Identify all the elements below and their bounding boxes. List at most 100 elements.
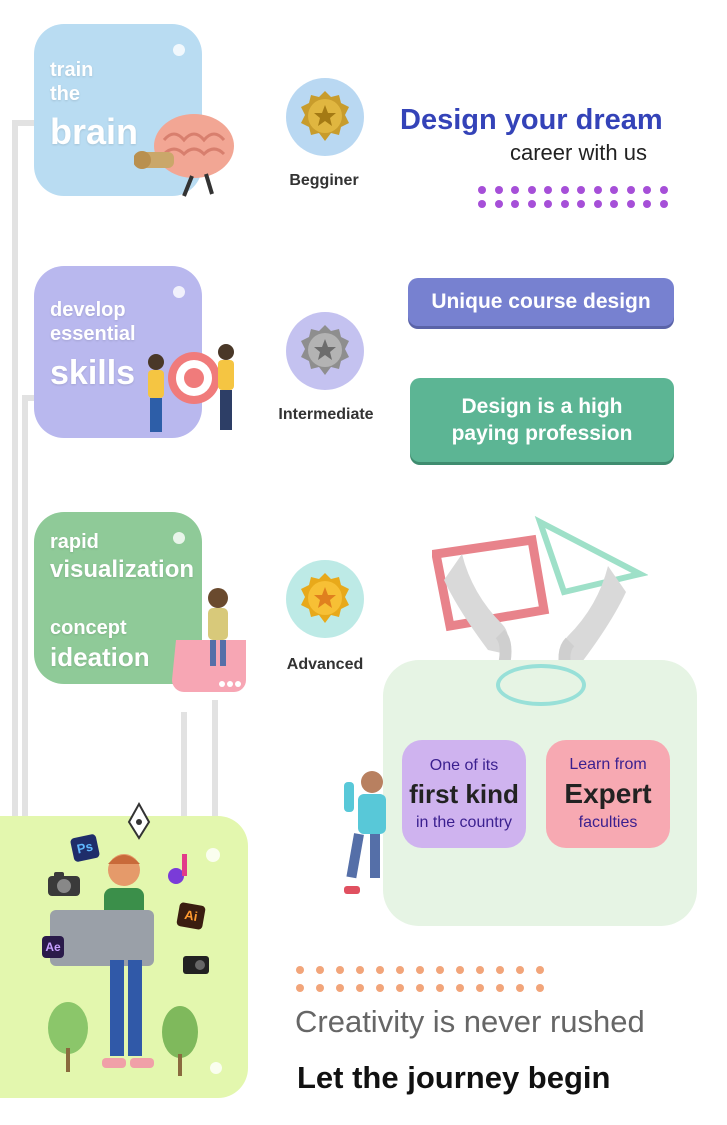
connector-line xyxy=(212,700,218,880)
thinker-illustration xyxy=(172,588,246,692)
pen-tool-icon xyxy=(127,801,151,840)
divider-dot xyxy=(476,966,484,974)
divider-dot xyxy=(643,186,651,194)
divider-dot xyxy=(476,984,484,992)
expert-bottom: faculties xyxy=(578,814,638,831)
silver-star-medal-icon xyxy=(301,325,349,375)
illustrator-icon: Ai xyxy=(176,901,206,931)
gold-star-medal-icon xyxy=(301,91,349,141)
divider-dot xyxy=(356,984,364,992)
divider-dot xyxy=(494,186,503,194)
divider-dot xyxy=(416,984,424,992)
decor-dot xyxy=(210,1062,222,1074)
beginner-badge xyxy=(286,78,364,156)
divider-dot xyxy=(511,200,519,208)
expert-main: Expert xyxy=(564,778,652,809)
divider-dot xyxy=(577,200,585,208)
connector-line xyxy=(12,120,40,126)
divider-dot xyxy=(544,186,552,194)
divider-dot xyxy=(356,966,364,974)
advanced-label: Advanced xyxy=(286,656,364,673)
card-brain-line1: train xyxy=(50,59,94,81)
divider-dot xyxy=(516,966,524,974)
divider-dot xyxy=(659,200,668,208)
high-paying-line1: Design is a high xyxy=(461,394,623,418)
decor-dot xyxy=(173,532,185,544)
divider-dot xyxy=(316,966,324,974)
divider-dot xyxy=(416,966,424,974)
card-visual-line4: ideation xyxy=(50,642,150,672)
divider-dot xyxy=(544,200,552,208)
divider-dot xyxy=(376,984,384,992)
card-brain-line3: brain xyxy=(50,111,139,152)
card-brain-line2: the xyxy=(50,83,80,105)
divider-dot xyxy=(536,966,544,974)
expert-top: Learn from xyxy=(569,756,647,773)
divider-dot xyxy=(577,186,585,194)
decor-dot xyxy=(173,286,185,298)
first-kind-card: One of its first kind in the country xyxy=(402,740,526,848)
advanced-badge xyxy=(286,560,364,638)
card-visual-line1: rapid xyxy=(50,531,99,553)
divider-dot xyxy=(626,186,635,194)
intermediate-label: Intermediate xyxy=(278,406,374,423)
gopro-camera-icon xyxy=(183,956,209,974)
connector-line xyxy=(181,712,187,840)
card-skills-line1: develop xyxy=(50,299,126,321)
divider-dot xyxy=(478,186,486,194)
waving-person-illustration xyxy=(344,771,386,894)
divider-dot xyxy=(527,200,536,208)
hands-frames-illustration xyxy=(432,515,648,680)
headline-title: Design your dream xyxy=(400,104,663,136)
divider-dot xyxy=(610,186,618,194)
after-effects-icon: Ae xyxy=(42,936,64,958)
purple-dots-divider xyxy=(478,200,668,208)
divider-dot xyxy=(659,186,668,194)
headline-subtitle: career with us xyxy=(510,140,647,165)
divider-dot xyxy=(436,984,444,992)
brain-illustration xyxy=(134,114,234,197)
camera-icon xyxy=(48,872,80,896)
floating-ring xyxy=(496,664,586,706)
divider-dot xyxy=(396,966,404,974)
divider-dot xyxy=(496,966,504,974)
purple-dots-divider xyxy=(478,186,668,194)
intermediate-badge xyxy=(286,312,364,390)
divider-dot xyxy=(478,200,486,208)
decor-dot xyxy=(173,44,185,56)
first-kind-main: first kind xyxy=(409,778,519,809)
tagline-creativity: Creativity is never rushed xyxy=(295,1004,645,1039)
divider-dot xyxy=(626,200,635,208)
high-paying-pill: Design is a high paying profession xyxy=(410,378,674,462)
unique-course-pill: Unique course design xyxy=(408,278,674,326)
orange-dots-divider xyxy=(296,984,544,992)
first-kind-top: One of its xyxy=(429,756,499,774)
divider-dot xyxy=(516,984,524,992)
orange-star-medal-icon xyxy=(301,573,349,623)
divider-dot xyxy=(296,966,304,974)
music-icon xyxy=(168,854,187,884)
designer-laptop-illustration xyxy=(48,854,198,1076)
develop-skills-card: develop essential skills xyxy=(34,266,202,438)
divider-dot xyxy=(593,200,602,208)
divider-dot xyxy=(316,984,324,992)
divider-dot xyxy=(496,984,504,992)
divider-dot xyxy=(456,984,464,992)
beginner-label: Begginer xyxy=(289,172,359,189)
visualization-card: rapid visualization concept ideation xyxy=(34,512,202,684)
divider-dot xyxy=(456,966,464,974)
divider-dot xyxy=(643,200,651,208)
expert-faculty-card: Learn from Expert faculties xyxy=(546,740,670,848)
card-visual-line2: visualization xyxy=(50,556,195,583)
divider-dot xyxy=(560,186,569,194)
divider-dot xyxy=(494,200,503,208)
divider-dot xyxy=(527,186,536,194)
high-paying-line2: paying profession xyxy=(451,422,633,445)
tagline-journey: Let the journey begin xyxy=(297,1060,611,1095)
divider-dot xyxy=(536,984,544,992)
orange-dots-divider xyxy=(296,966,544,974)
decor-dot xyxy=(206,848,220,862)
divider-dot xyxy=(511,186,519,194)
divider-dot xyxy=(610,200,618,208)
card-skills-line2: essential xyxy=(50,323,136,345)
